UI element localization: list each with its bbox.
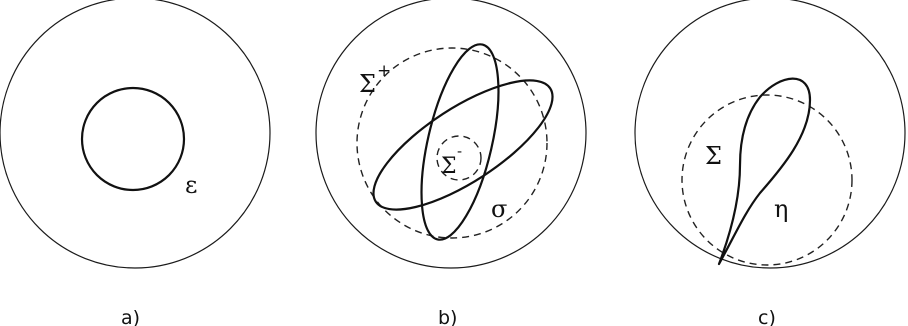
panel-c-curve-eta [717, 77, 812, 266]
panel-b-boundary-disk [315, 0, 587, 269]
panel-b: Σ + Σ - σ b) [315, 0, 587, 326]
panel-a-epsilon-label: ε [185, 171, 197, 199]
panel-b-sigma-plus-label: Σ [359, 70, 376, 98]
panel-b-sigma-minus-superscript: - [457, 142, 462, 160]
panel-c-boundary-disk [634, 0, 906, 269]
panel-b-sigma-plus-circle [356, 47, 548, 239]
panel-b-caption: b) [438, 307, 457, 326]
panel-a-caption: a) [121, 307, 140, 326]
panel-a-curve-epsilon [80, 86, 186, 192]
panel-c-sigma-circle [681, 94, 853, 266]
panel-b-curve-sigma-vertical-loop [420, 43, 500, 241]
panel-b-sigma-plus-superscript: + [377, 61, 391, 81]
panel-a: ε a) [0, 0, 271, 326]
panel-c: Σ η c) [634, 0, 906, 326]
panel-c-caption: c) [758, 307, 776, 326]
panel-a-boundary-disk [0, 0, 271, 269]
panel-b-sigma-label: σ [491, 195, 507, 223]
panel-b-sigma-minus-label: Σ [441, 154, 457, 179]
panel-c-sigma-label: Σ [705, 142, 722, 170]
panel-b-curve-sigma-horizontal-loop [372, 79, 554, 211]
panel-c-eta-label: η [774, 195, 788, 223]
panel-b-sigma-minus-circle [436, 135, 482, 181]
